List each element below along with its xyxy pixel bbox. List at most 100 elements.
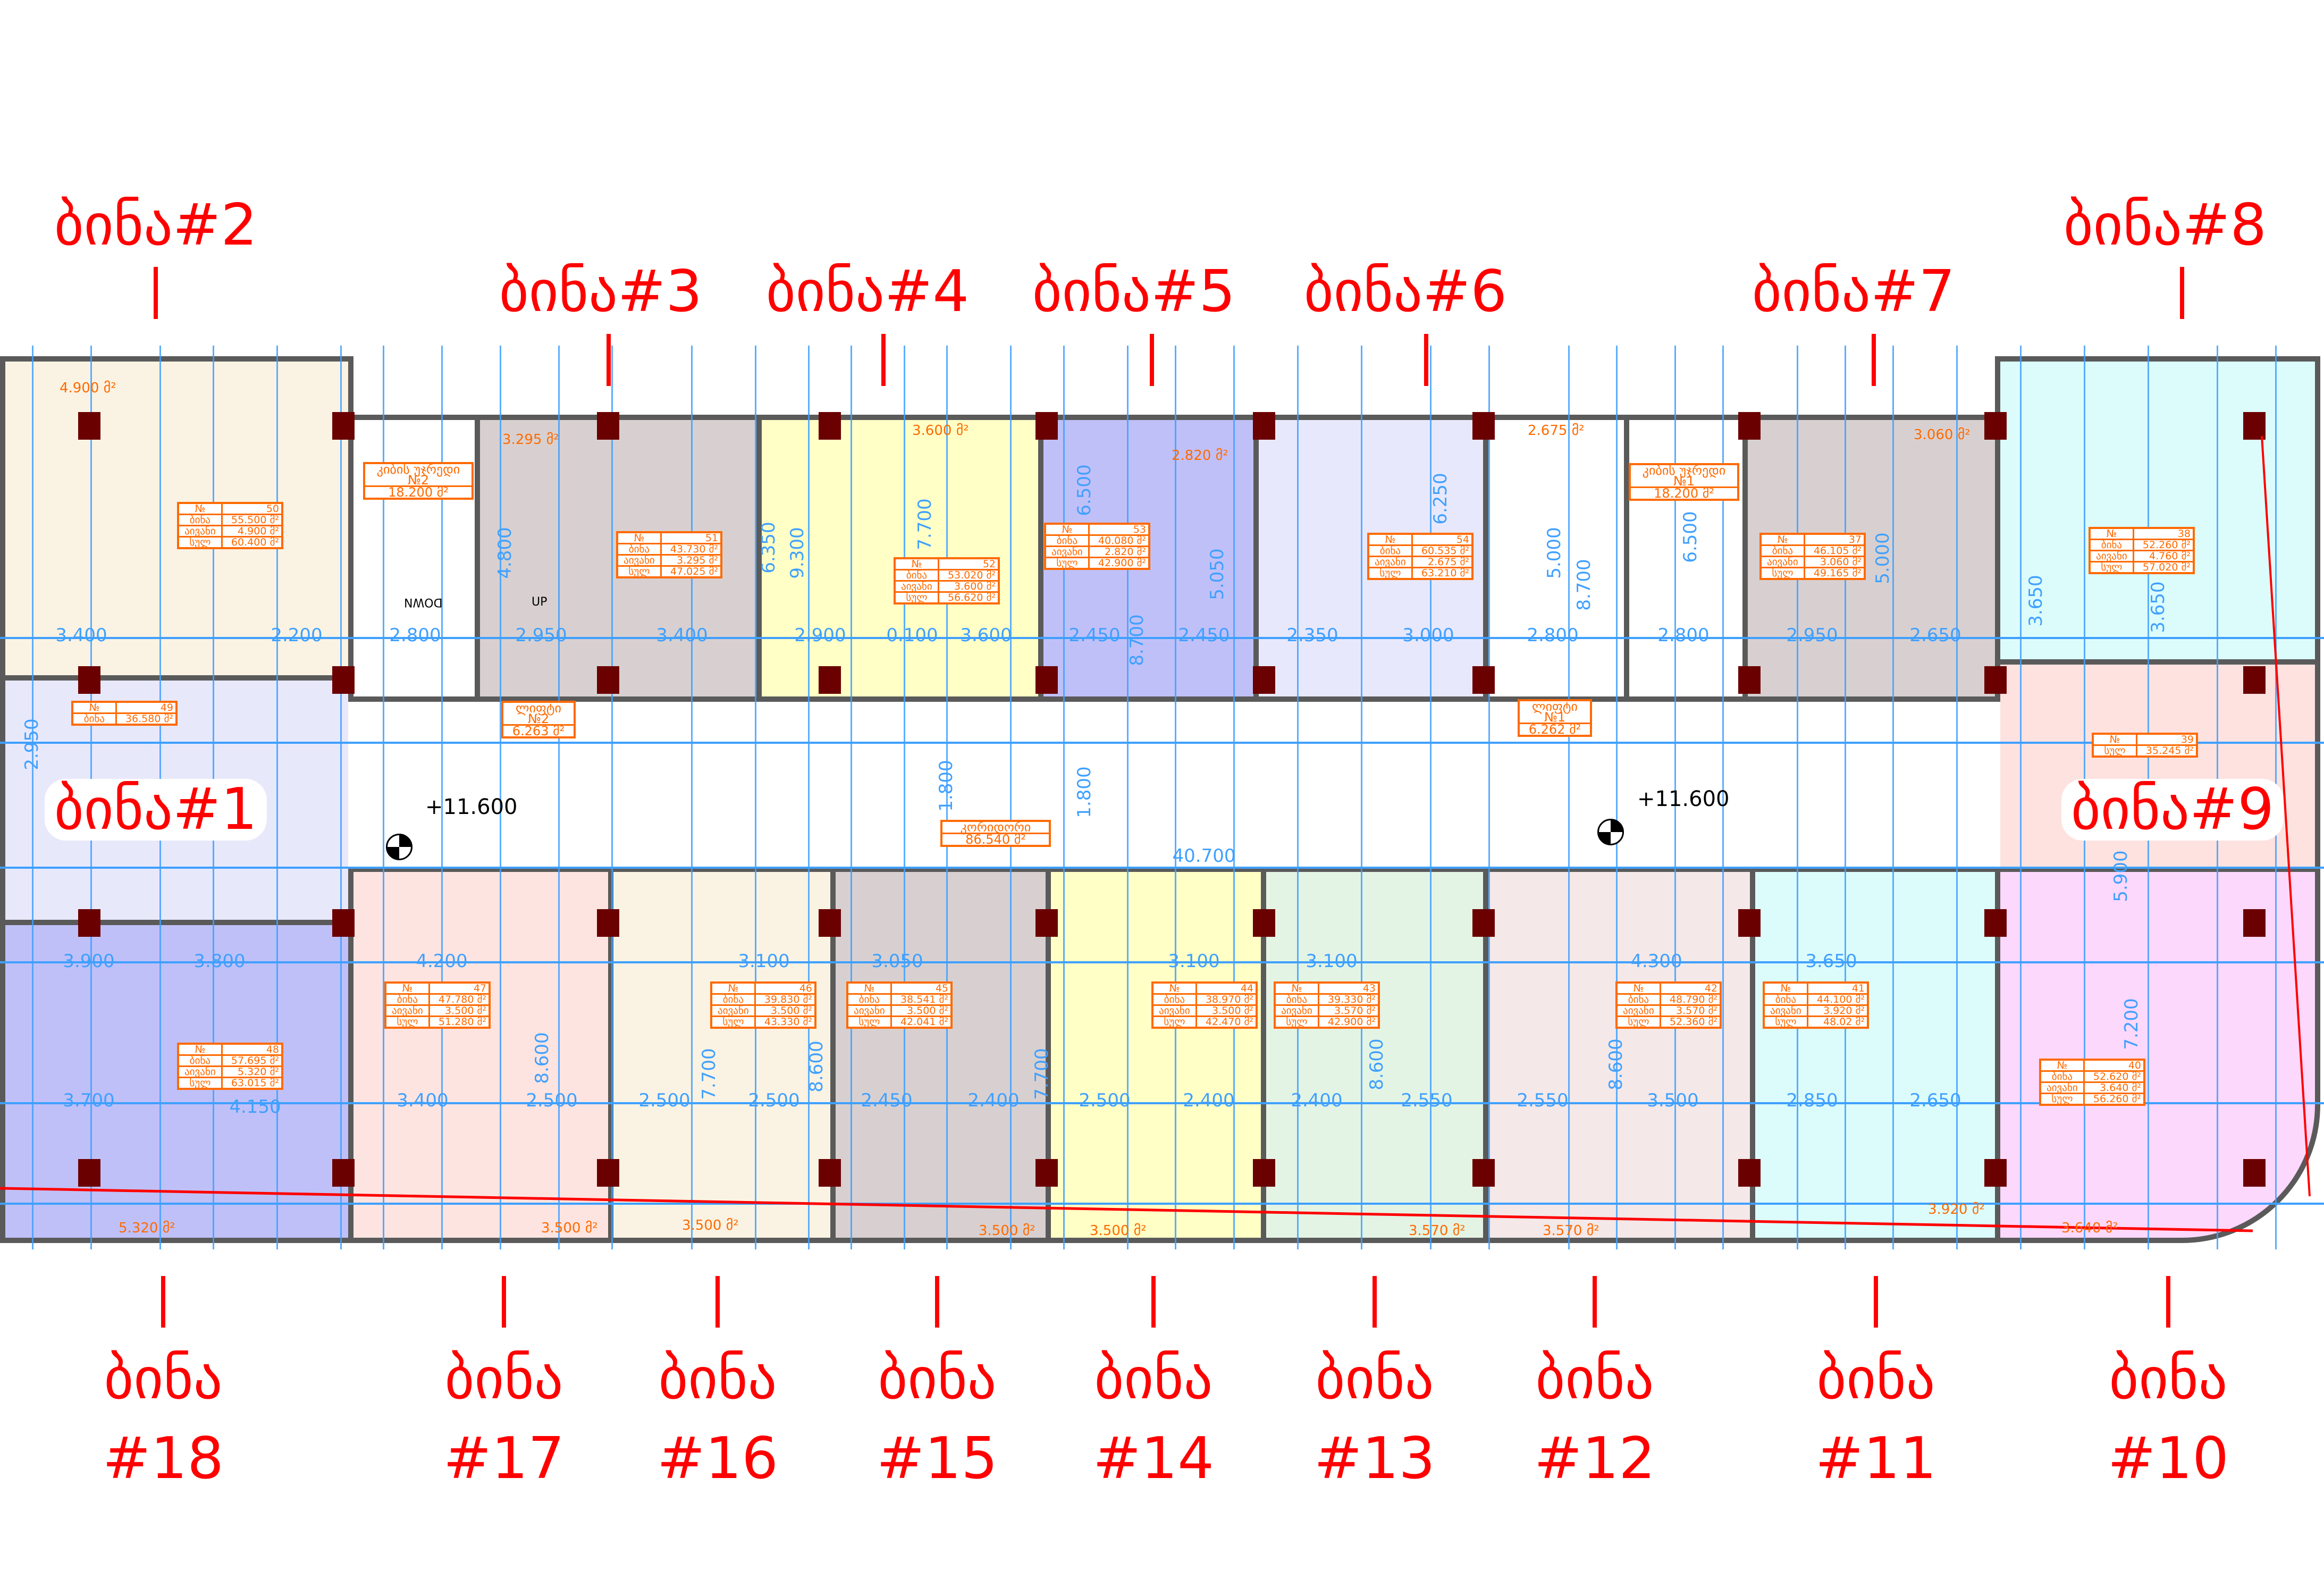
lift-area — [1483, 415, 1629, 702]
number-label: № — [1274, 981, 1319, 995]
dimension-line — [851, 346, 852, 1249]
balcony-value: 3.295 მ² — [660, 554, 722, 567]
balcony-area-label: 3.920 მ² — [1928, 1202, 1985, 1218]
dimension-value-vertical: 2.950 — [21, 718, 43, 770]
stair-down-text: DOWN — [404, 595, 443, 609]
number-value: 44 — [1195, 981, 1258, 995]
balcony-area-label: 3.500 მ² — [682, 1218, 739, 1233]
dimension-line — [1175, 346, 1176, 1249]
number-label: № — [616, 531, 662, 544]
balcony-value: 4.900 მ² — [221, 525, 283, 538]
apartment-label: ბინა — [2089, 539, 2134, 551]
column — [1984, 412, 2007, 440]
number-value: 43 — [1317, 981, 1380, 995]
total-label: სულ — [1151, 1015, 1197, 1029]
dimension-line — [1063, 346, 1065, 1249]
dimension-line — [1010, 346, 1012, 1249]
dimension-value: 3.000 — [1402, 625, 1454, 646]
building-label-14-word: ბინა — [1094, 1346, 1213, 1412]
number-label: № — [2039, 1059, 2085, 1072]
red-section-line — [0, 1187, 2253, 1232]
dimension-value-vertical: 1.800 — [936, 760, 957, 812]
total-value: 48.02 მ² — [1806, 1015, 1869, 1029]
dimension-value: 2.550 — [1517, 1090, 1569, 1111]
apartment-47-area — [348, 867, 613, 1243]
number-value: 47 — [428, 981, 491, 995]
apartment-value: 47.780 მ² — [428, 993, 491, 1006]
balcony-area-label: 3.295 მ² — [502, 432, 559, 448]
lift-2-name: ლიფტი №2 — [516, 701, 561, 726]
column — [1738, 412, 1761, 440]
dimension-line — [0, 637, 2324, 639]
dimension-value: 3.100 — [1306, 951, 1358, 972]
total-value: 63.210 მ² — [1411, 567, 1473, 580]
dimension-line — [1845, 346, 1846, 1249]
pointer-line — [935, 1276, 939, 1328]
number-value: 50 — [221, 502, 283, 515]
dimension-value-vertical: 7.700 — [698, 1048, 720, 1100]
apartment-45-area — [830, 867, 1051, 1243]
number-label: № — [1044, 523, 1090, 536]
number-label: № — [2089, 527, 2134, 540]
lift-1-area-value: 6.262 მ² — [1520, 723, 1590, 736]
dimension-value: 3.050 — [871, 951, 923, 972]
dimension-value: 3.400 — [656, 625, 708, 646]
dimension-line — [1297, 346, 1299, 1249]
dimension-value: 2.500 — [526, 1090, 578, 1111]
dimension-line — [611, 346, 613, 1249]
dimension-value: 2.450 — [861, 1090, 913, 1111]
pointer-line — [1872, 334, 1876, 386]
building-label-17-number: #17 — [443, 1425, 565, 1492]
number-value: 48 — [221, 1043, 283, 1056]
dimension-value-vertical: 8.700 — [1126, 614, 1148, 666]
dimension-value: 4.200 — [416, 951, 468, 972]
building-label-8: ბინა#8 — [2063, 192, 2267, 258]
dimension-value: 2.800 — [1657, 625, 1710, 646]
pointer-line — [2166, 1276, 2170, 1328]
balcony-label: აივანი — [177, 1065, 223, 1078]
dimension-value: 3.650 — [1805, 951, 1857, 972]
apartment-label: ბინა — [177, 514, 223, 526]
column — [1738, 666, 1761, 694]
dimension-line — [500, 346, 501, 1249]
dimension-value-vertical: 6.250 — [1430, 473, 1451, 525]
dimension-line — [1892, 346, 1894, 1249]
stair-up-text: UP — [532, 595, 548, 609]
dimension-line — [1233, 346, 1235, 1249]
balcony-value: 3.500 მ² — [1195, 1004, 1258, 1017]
dimension-line — [2020, 346, 2022, 1249]
balcony-area-label: 3.600 მ² — [912, 423, 969, 439]
column — [597, 909, 619, 937]
dimension-value-vertical: 1.800 — [1074, 766, 1095, 818]
column — [1035, 909, 1058, 937]
building-label-15-number: #15 — [877, 1425, 998, 1492]
apartment-41-area — [1750, 867, 2000, 1243]
pointer-line — [881, 334, 886, 386]
total-label: სულ — [177, 1077, 223, 1090]
building-label-11-number: #11 — [1815, 1425, 1936, 1492]
building-label-16-number: #16 — [657, 1425, 778, 1492]
column — [1472, 1159, 1495, 1187]
number-value: 51 — [660, 531, 722, 544]
